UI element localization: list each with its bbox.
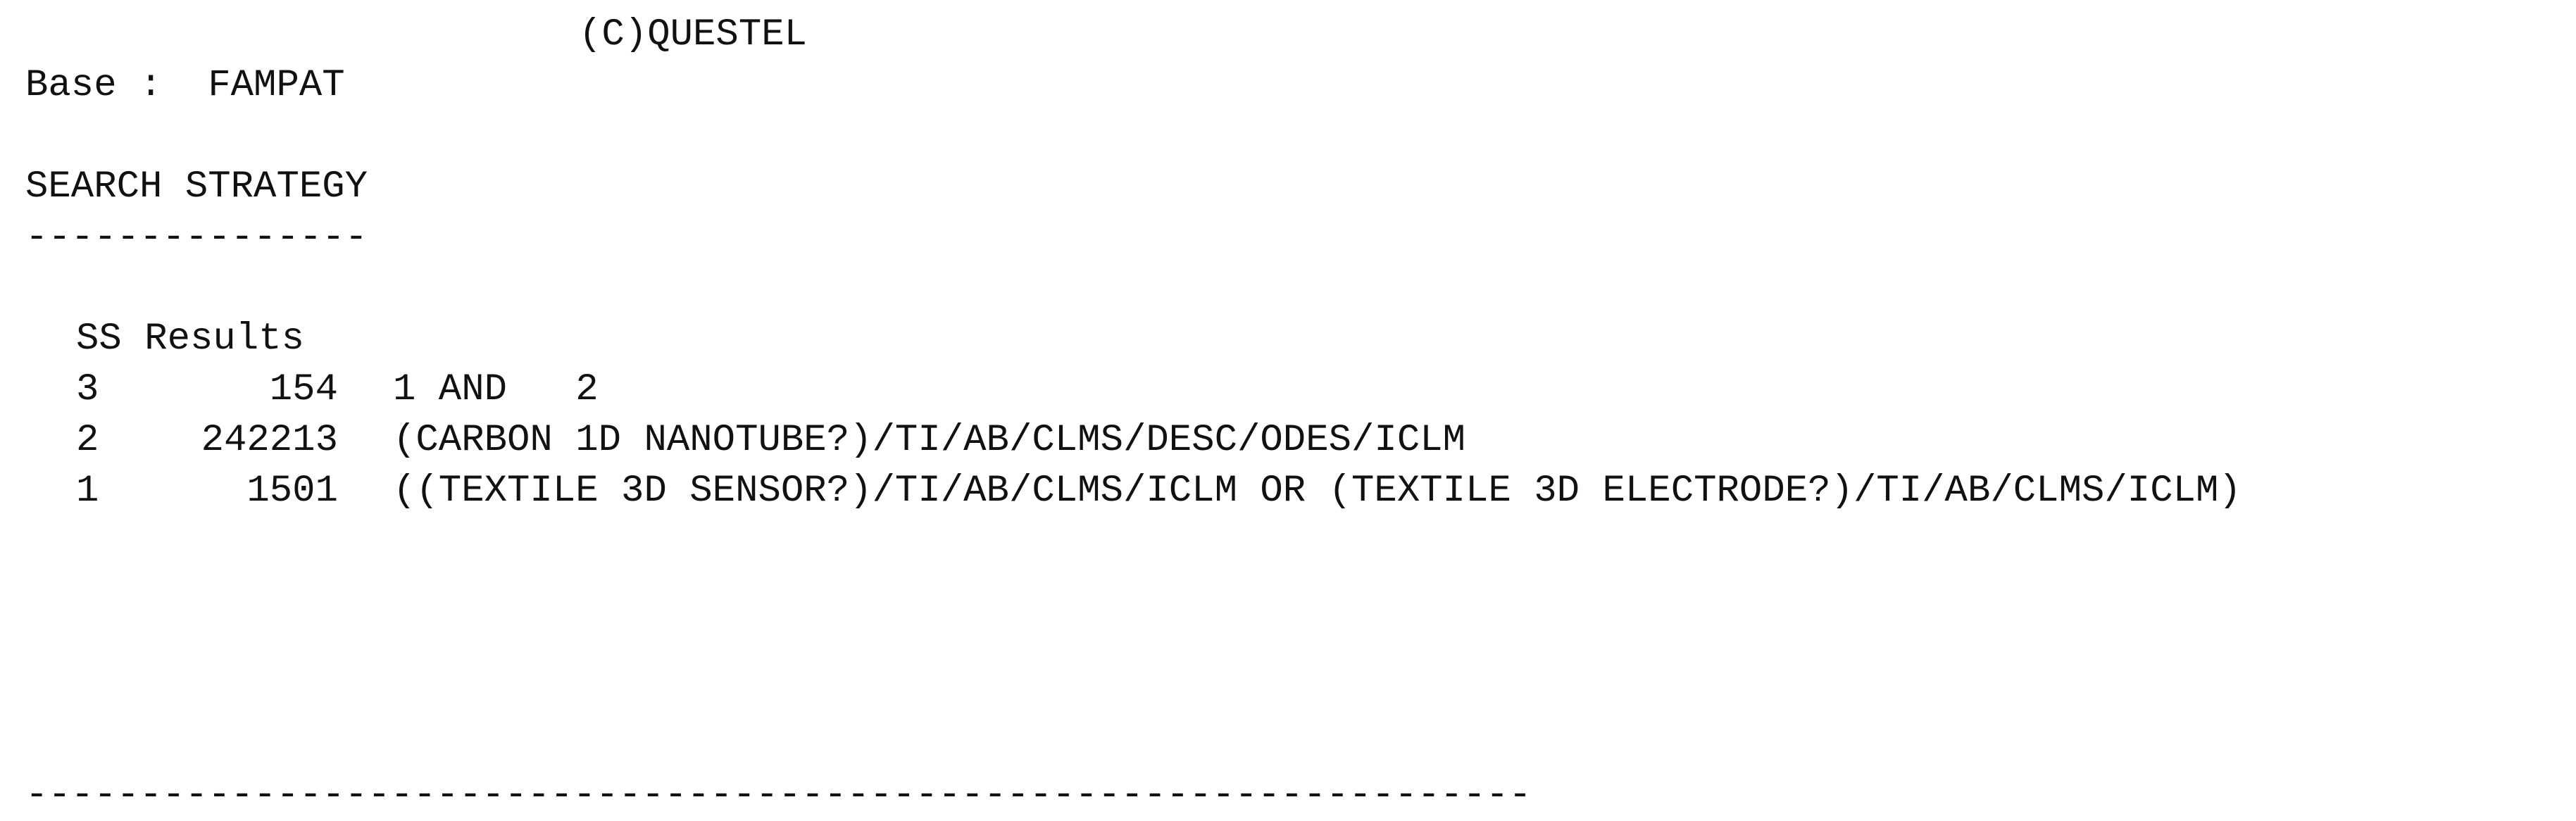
table-row: 3 154 1 AND 2 <box>25 365 2561 415</box>
row-results-count: 1501 <box>246 470 338 513</box>
base-line: Base : FAMPAT <box>25 61 2561 111</box>
base-value: FAMPAT <box>208 64 345 107</box>
row-results-count: 242213 <box>201 419 338 462</box>
row-ss-number: 3 <box>76 368 99 411</box>
table-row: 1 1501 ((TEXTILE 3D SENSOR?)/TI/AB/CLMS/… <box>25 466 2561 517</box>
search-strategy-title: SEARCH STRATEGY <box>25 165 368 208</box>
document-page: (C)QUESTEL Base : FAMPAT SEARCH STRATEGY… <box>25 10 2561 821</box>
results-table-header: SS Results <box>76 318 305 361</box>
base-label: Base : <box>25 64 163 107</box>
footer-rule: ----------------------------------------… <box>25 774 1532 817</box>
row-query: 1 AND 2 <box>393 368 599 411</box>
row-results-count: 154 <box>269 368 338 411</box>
table-row: 2 242213 (CARBON 1D NANOTUBE?)/TI/AB/CLM… <box>25 415 2561 466</box>
row-ss-number: 1 <box>76 470 99 513</box>
search-strategy-underline: --------------- <box>25 216 368 259</box>
copyright-line: (C)QUESTEL <box>579 13 808 56</box>
row-ss-number: 2 <box>76 419 99 462</box>
row-query: ((TEXTILE 3D SENSOR?)/TI/AB/CLMS/ICLM OR… <box>393 470 2242 513</box>
row-query: (CARBON 1D NANOTUBE?)/TI/AB/CLMS/DESC/OD… <box>393 419 1466 462</box>
